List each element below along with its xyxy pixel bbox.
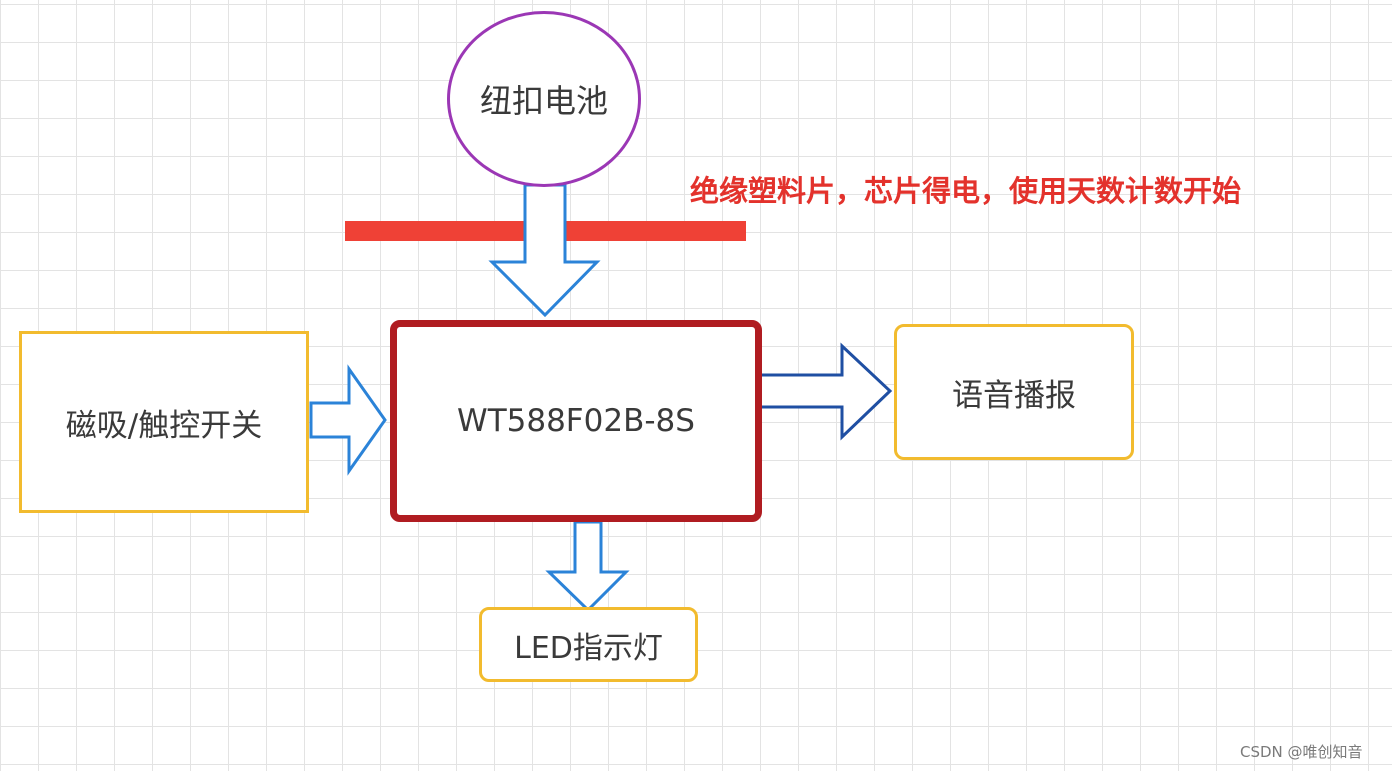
arrow-switch-to-chip	[309, 364, 387, 476]
insulation-annotation: 绝缘塑料片，芯片得电，使用天数计数开始	[690, 174, 1242, 208]
voice-broadcast-node: 语音播报	[894, 324, 1134, 460]
arrow-chip-to-led	[545, 520, 630, 613]
watermark: CSDN @唯创知音	[1240, 743, 1363, 761]
led-indicator-node: LED指示灯	[479, 607, 698, 682]
coin-battery-label: 纽扣电池	[479, 82, 608, 120]
arrow-battery-to-chip	[488, 183, 601, 318]
switch-node: 磁吸/触控开关	[19, 331, 309, 513]
chip-node: WT588F02B-8S	[390, 320, 762, 522]
voice-broadcast-label: 语音播报	[952, 377, 1076, 414]
switch-label: 磁吸/触控开关	[65, 407, 263, 444]
led-indicator-label: LED指示灯	[514, 630, 663, 666]
chip-label: WT588F02B-8S	[457, 403, 695, 439]
coin-battery-node: 纽扣电池	[447, 11, 641, 187]
arrow-chip-to-voice	[756, 342, 893, 441]
